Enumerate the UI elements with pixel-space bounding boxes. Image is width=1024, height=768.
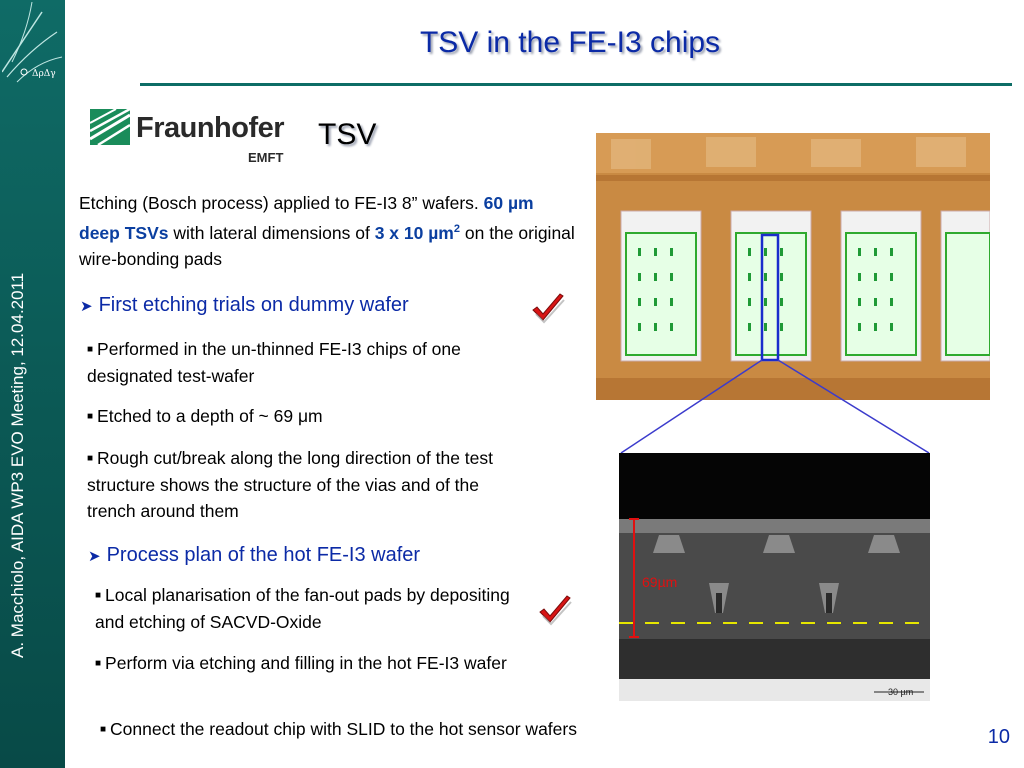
sub-bullet-text: Connect the readout chip with SLID to th… — [110, 719, 577, 739]
tsv-heading: TSV — [318, 118, 377, 151]
intro-text-2: with lateral dimensions of — [168, 222, 375, 243]
square-bullet-icon: ■ — [100, 724, 107, 735]
title-divider — [140, 83, 1012, 86]
fraunhofer-logo: Fraunhofer EMFT — [90, 106, 310, 170]
fraunhofer-mark-icon — [90, 109, 130, 145]
sidebar-band — [0, 0, 65, 768]
intro-highlight-dimensions: 3 x 10 µm — [374, 222, 454, 243]
sem-cross-section-image — [619, 453, 930, 701]
sub-bullet: ■Local planarisation of the fan-out pads… — [95, 582, 535, 635]
sub-bullet-text: Perform via etching and filling in the h… — [105, 653, 507, 673]
sub-bullet: ■Performed in the un-thinned FE-I3 chips… — [87, 336, 517, 389]
bullet-second-label: Process plan of the hot FE-I3 wafer — [106, 544, 421, 566]
depth-label: 69µm — [642, 574, 678, 590]
chip-micrograph-image — [596, 133, 990, 400]
arrow-bullet-icon: ➤ — [88, 548, 101, 565]
sub-bullet: ■Perform via etching and filling in the … — [95, 650, 535, 677]
sub-bullet: ■Etched to a depth of ~ 69 μm — [87, 403, 517, 430]
svg-text:ΔρΔγ: ΔρΔγ — [32, 69, 56, 79]
intro-highlight-sup: 2 — [453, 223, 460, 235]
square-bullet-icon: ■ — [87, 453, 94, 464]
page-number: 10 — [987, 726, 1010, 748]
sub-bullet-text: Local planarisation of the fan-out pads … — [95, 585, 510, 632]
bullet-first-etching: ➤ First etching trials on dummy wafer — [80, 294, 409, 317]
intro-highlight-depth: 60 µm deep TSVs — [79, 193, 534, 243]
intro-paragraph: Etching (Bosch process) applied to FE-I3… — [79, 190, 579, 272]
fraunhofer-sub: EMFT — [248, 150, 284, 165]
sub-bullet: ■Connect the readout chip with SLID to t… — [100, 716, 800, 743]
footer-meeting-text: A. Macchiolo, AIDA WP3 EVO Meeting, 12.0… — [8, 272, 27, 658]
intro-text-1: Etching (Bosch process) applied to FE-I3… — [79, 193, 484, 213]
scale-bar-label: 30 µm — [888, 687, 914, 697]
arrow-bullet-icon: ➤ — [80, 298, 93, 315]
sub-bullet-text: Etched to a depth of ~ 69 μm — [97, 406, 323, 426]
bullet-process-plan: ➤ Process plan of the hot FE-I3 wafer — [88, 544, 420, 567]
sub-bullet-text: Performed in the un-thinned FE-I3 chips … — [87, 339, 461, 386]
sub-bullet: ■Rough cut/break along the long directio… — [87, 445, 527, 524]
square-bullet-icon: ■ — [87, 411, 94, 422]
square-bullet-icon: ■ — [95, 658, 102, 669]
sub-bullet-text: Rough cut/break along the long direction… — [87, 448, 494, 521]
square-bullet-icon: ■ — [95, 590, 102, 601]
square-bullet-icon: ■ — [87, 344, 94, 355]
slide-title: TSV in the FE-I3 chips — [419, 26, 721, 59]
intro-text-3: on the original wire-bonding pads — [79, 222, 575, 269]
checkmark-icon — [539, 595, 572, 626]
logo-mark-icon: ΔρΔγ — [2, 2, 63, 83]
fraunhofer-name: Fraunhofer — [136, 112, 285, 144]
checkmark-icon — [532, 293, 565, 324]
bullet-first-label: First etching trials on dummy wafer — [98, 294, 409, 316]
